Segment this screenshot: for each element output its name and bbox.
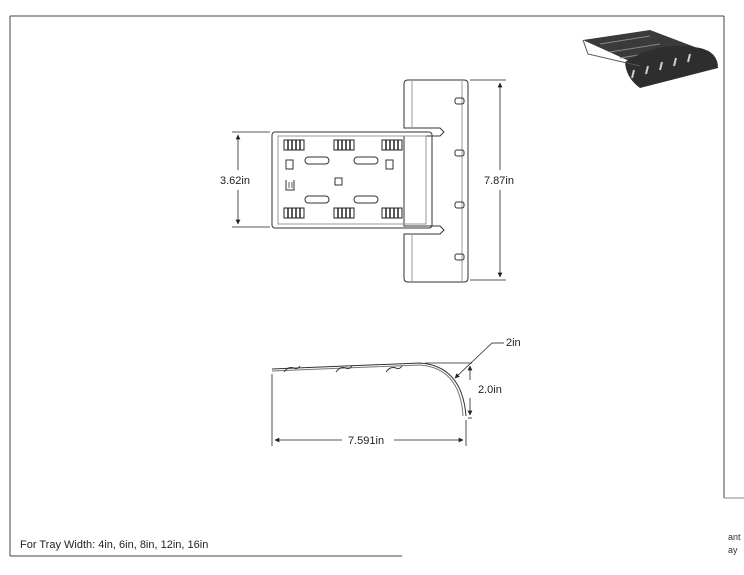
radius-label: 2in [506,337,521,349]
overall-height-label: 7.87in [484,175,514,187]
title-block-fragment-1: ant [728,532,741,542]
plate-side-view [271,362,467,417]
dimension-7-87 [470,79,506,281]
vertical-rise-label: 2.0in [478,384,502,396]
plate-top-view [271,79,469,283]
title-block-fragment-2: ay [728,545,738,555]
dimension-2-0 [425,362,473,419]
overall-length-label: 7.591in [348,435,384,447]
drawing-border [9,15,744,557]
dimension-7-591 [271,374,467,446]
dimension-3-62 [232,131,270,228]
radius-leader [454,342,504,379]
isometric-thumbnail [582,30,718,88]
tray-width-note: For Tray Width: 4in, 6in, 8in, 12in, 16i… [20,539,209,551]
height-side-label: 3.62in [220,175,250,187]
